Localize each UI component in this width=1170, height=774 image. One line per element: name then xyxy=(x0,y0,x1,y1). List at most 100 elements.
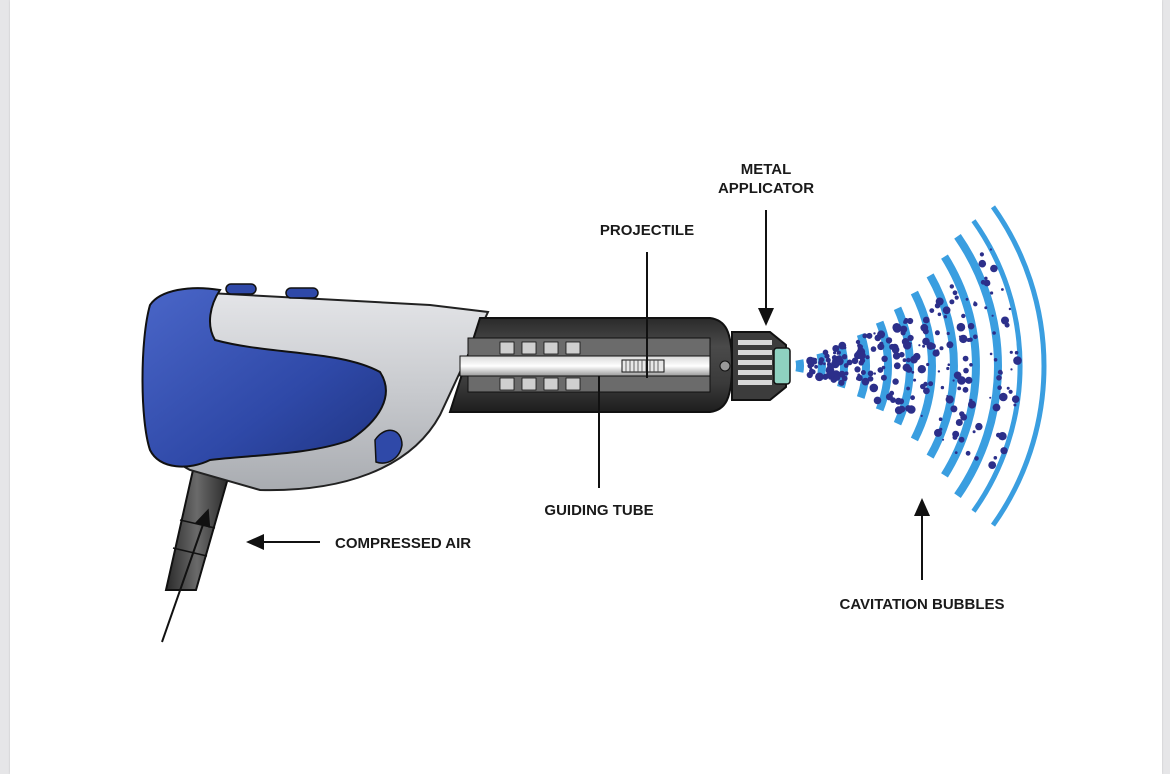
bubble xyxy=(862,333,868,339)
bubble xyxy=(832,345,840,352)
bubble xyxy=(895,397,902,405)
bubble xyxy=(1006,386,1010,390)
bubble xyxy=(1009,350,1013,354)
bubble xyxy=(903,321,906,324)
bubble xyxy=(841,354,848,360)
bubble xyxy=(997,385,1002,391)
projectile-label: PROJECTILE xyxy=(600,222,694,239)
bubble xyxy=(906,386,910,391)
bubble xyxy=(873,372,876,375)
bubble xyxy=(813,357,817,362)
wave-arc xyxy=(856,333,871,399)
bubble xyxy=(855,339,861,345)
bubble xyxy=(881,355,888,362)
bubble xyxy=(965,376,973,384)
metal-applicator xyxy=(731,331,791,401)
bubble xyxy=(922,344,926,348)
bubble xyxy=(929,308,935,313)
bubble xyxy=(861,377,870,386)
bubble xyxy=(809,367,812,370)
bubble xyxy=(945,395,954,404)
bubble xyxy=(869,383,879,393)
bubble xyxy=(949,299,955,305)
bubble xyxy=(973,302,978,307)
bubble xyxy=(975,422,983,431)
bubble xyxy=(984,276,988,280)
bubble xyxy=(979,252,985,257)
bubble xyxy=(969,363,973,367)
bubble xyxy=(920,414,923,417)
bubble xyxy=(955,419,963,426)
bubble xyxy=(881,365,886,370)
top-button-2 xyxy=(285,287,319,299)
bubble xyxy=(911,370,915,374)
bubble xyxy=(900,330,906,336)
bubble xyxy=(922,316,930,324)
bubble xyxy=(907,405,916,414)
bubble xyxy=(978,259,987,268)
bubble xyxy=(952,379,955,382)
bubble xyxy=(943,315,948,319)
bubble xyxy=(967,322,975,330)
metal-applicator-label-line2: APPLICATOR xyxy=(718,180,814,197)
metal-applicator-label-line1: METAL xyxy=(741,161,792,178)
bubble xyxy=(902,358,907,363)
bubble xyxy=(906,357,911,363)
bubble xyxy=(928,381,934,387)
bubble xyxy=(873,396,882,405)
bubble xyxy=(939,346,944,351)
bubble xyxy=(1008,389,1013,394)
bubble xyxy=(865,355,870,360)
bubble xyxy=(1001,316,1009,325)
bubble xyxy=(972,430,976,434)
bubble xyxy=(907,317,914,325)
bubble xyxy=(879,341,884,346)
bubble xyxy=(946,366,950,371)
bubble xyxy=(857,344,864,350)
bubble xyxy=(851,357,859,365)
diagram-page: METAL APPLICATOR PROJECTILE GUIDING TUBE… xyxy=(10,0,1162,774)
bubble xyxy=(900,399,904,403)
bubble xyxy=(992,331,996,335)
bubble xyxy=(843,346,847,350)
wave-arc xyxy=(875,320,893,412)
bubble xyxy=(874,334,882,342)
bubble xyxy=(949,284,954,289)
bubble xyxy=(991,314,994,317)
bubble xyxy=(913,352,921,361)
bubble xyxy=(990,264,998,273)
guiding-tube xyxy=(448,317,734,413)
handpiece xyxy=(141,283,490,492)
bubble xyxy=(952,290,958,296)
bubble xyxy=(926,339,930,343)
bubble xyxy=(889,390,895,396)
bubble xyxy=(996,375,1002,381)
bubble xyxy=(862,371,866,375)
bubble xyxy=(989,352,993,356)
bubble xyxy=(818,357,825,363)
bubble xyxy=(1013,403,1017,407)
bubble xyxy=(956,322,966,332)
bubble xyxy=(880,374,887,381)
bubble xyxy=(806,371,813,379)
bubble xyxy=(808,361,815,368)
bubble xyxy=(974,456,979,461)
bubble xyxy=(963,367,969,374)
bubble xyxy=(910,395,915,401)
bubble xyxy=(954,295,959,300)
pointer-lines xyxy=(161,210,930,643)
bubble xyxy=(934,330,940,336)
compressed-air-label: COMPRESSED AIR xyxy=(335,535,471,552)
hose-inlet-arrow xyxy=(161,508,211,643)
bubble xyxy=(940,385,945,390)
bubble xyxy=(952,430,960,438)
bubble xyxy=(961,313,966,319)
bubble xyxy=(965,450,971,456)
bubble xyxy=(993,456,998,460)
compressed-air-hose xyxy=(164,468,230,591)
projectile xyxy=(621,359,665,373)
bubble xyxy=(867,376,874,382)
bubble xyxy=(942,438,945,441)
bubble xyxy=(867,370,874,377)
bubble xyxy=(934,428,942,437)
